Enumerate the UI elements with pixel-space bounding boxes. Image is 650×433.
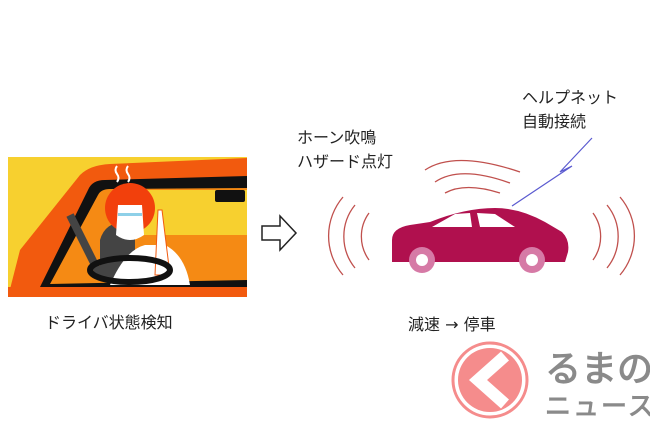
signal-waves (327, 159, 636, 276)
car-icon (392, 208, 569, 273)
decelerate-stop-label: 減速 → 停車 (408, 315, 496, 334)
driver-illustration (8, 157, 247, 297)
kuruma-logo-icon (451, 341, 529, 419)
driver-status-label: ドライバ状態検知 (45, 313, 173, 332)
lightning-signal-icon (511, 137, 593, 207)
helpnet-label: ヘルプネット (522, 88, 619, 107)
logo-text-bottom: ニュース (545, 392, 650, 422)
logo-text-top: るまの (545, 349, 650, 390)
auto-connect-label: 自動接続 (522, 112, 587, 131)
arrow-right-outline-icon (261, 214, 298, 252)
hazard-label: ハザード点灯 (297, 152, 394, 171)
horn-label: ホーン吹鳴 (297, 128, 377, 147)
